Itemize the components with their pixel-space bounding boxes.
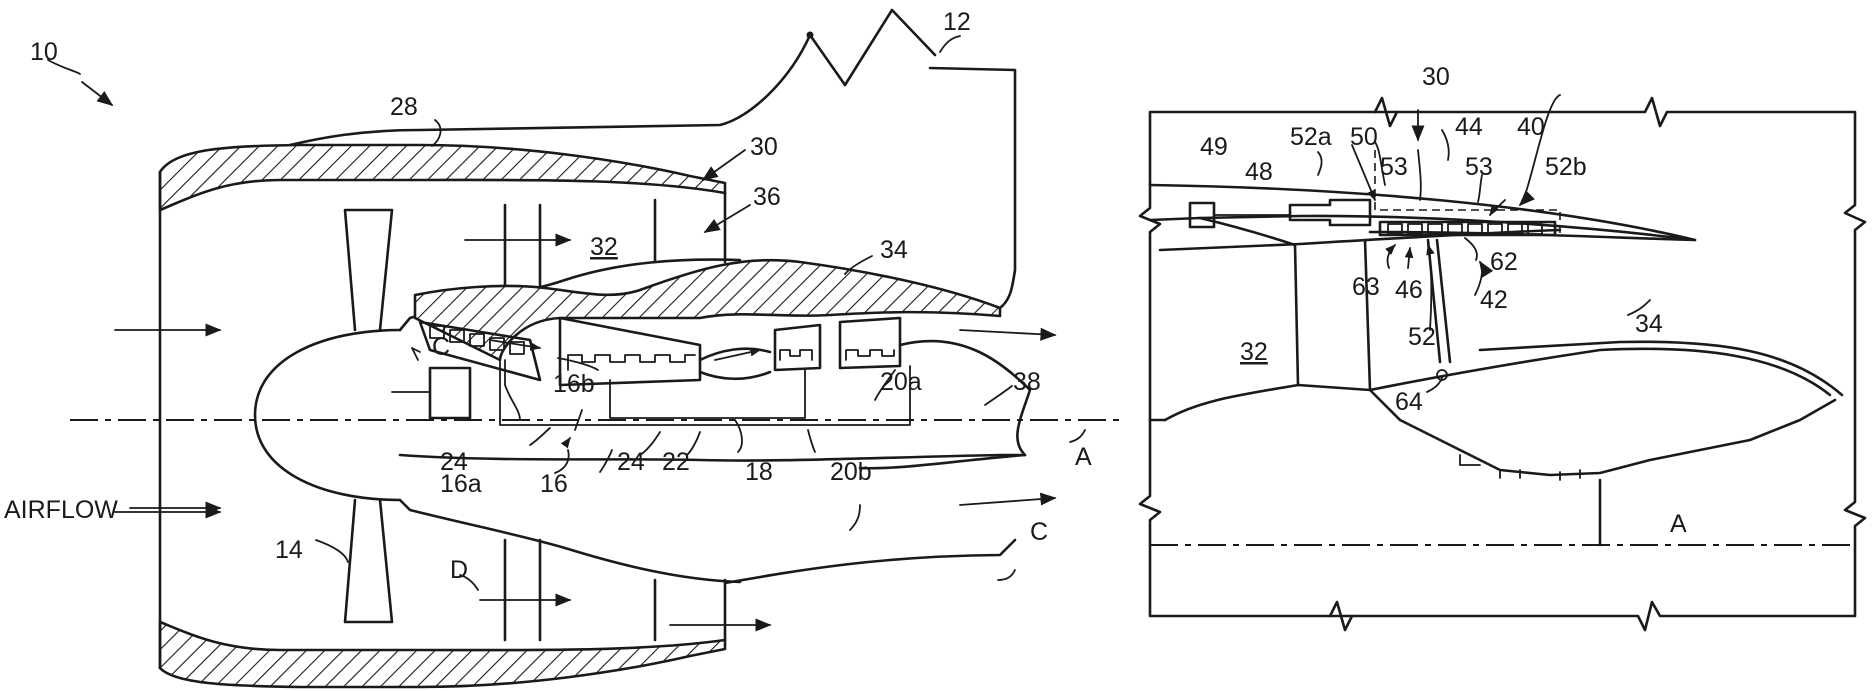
r-label-42: 42 — [1480, 286, 1508, 314]
r-label-49: 49 — [1200, 133, 1228, 161]
label-32: 32 — [590, 233, 618, 261]
r-label-44: 44 — [1455, 113, 1483, 141]
r-label-40: 40 — [1517, 113, 1545, 141]
nacelle-top — [160, 145, 725, 210]
label-a: A — [1075, 443, 1092, 471]
r-label-32: 32 — [1240, 338, 1268, 366]
label-16: 16 — [540, 470, 568, 498]
r-label-52a: 52a — [1290, 123, 1332, 151]
r-label-53b: 53 — [1465, 153, 1493, 181]
label-20b: 20b — [830, 458, 872, 486]
r-label-52b: 52b — [1545, 153, 1587, 181]
label-24b: 24 — [617, 448, 645, 476]
label-18: 18 — [745, 458, 773, 486]
right-figure: 30 52a 50 44 40 49 48 53 53 52b 62 63 46… — [1140, 63, 1865, 630]
label-30: 30 — [750, 133, 778, 161]
label-28: 28 — [390, 93, 418, 121]
r-label-30: 30 — [1422, 63, 1450, 91]
r-label-62: 62 — [1490, 248, 1518, 276]
r-label-50: 50 — [1350, 123, 1378, 151]
label-airflow: AIRFLOW — [4, 496, 118, 524]
label-34: 34 — [880, 236, 908, 264]
label-16a: 16a — [440, 470, 482, 498]
controller-box — [1190, 203, 1214, 227]
r-label-52: 52 — [1408, 323, 1436, 351]
r-label-63: 63 — [1352, 273, 1380, 301]
r-label-48: 48 — [1245, 158, 1273, 186]
turbine-low — [840, 318, 900, 368]
fan-blade — [345, 210, 392, 622]
label-20a: 20a — [880, 368, 922, 396]
label-12: 12 — [943, 8, 971, 36]
label-14: 14 — [275, 536, 303, 564]
core-cowl — [415, 260, 1000, 360]
label-c-inner: C — [432, 333, 450, 361]
spinner — [255, 330, 400, 500]
r-label-53a: 53 — [1380, 153, 1408, 181]
r-label-46: 46 — [1395, 276, 1423, 304]
left-figure: 10 12 28 30 36 32 34 C 16b 20a 38 A 24 1… — [4, 8, 1120, 687]
nacelle-bottom — [160, 622, 725, 687]
label-c-outer: C — [1030, 518, 1048, 546]
r-label-a: A — [1670, 510, 1687, 538]
label-d: D — [450, 556, 468, 584]
r-label-64: 64 — [1395, 388, 1423, 416]
gearbox-box — [430, 368, 470, 418]
label-22: 22 — [662, 448, 690, 476]
label-38: 38 — [1013, 368, 1041, 396]
label-36: 36 — [753, 183, 781, 211]
label-10: 10 — [30, 38, 58, 66]
turbine-high — [775, 325, 820, 370]
label-16b: 16b — [553, 370, 595, 398]
r-label-34: 34 — [1635, 310, 1663, 338]
